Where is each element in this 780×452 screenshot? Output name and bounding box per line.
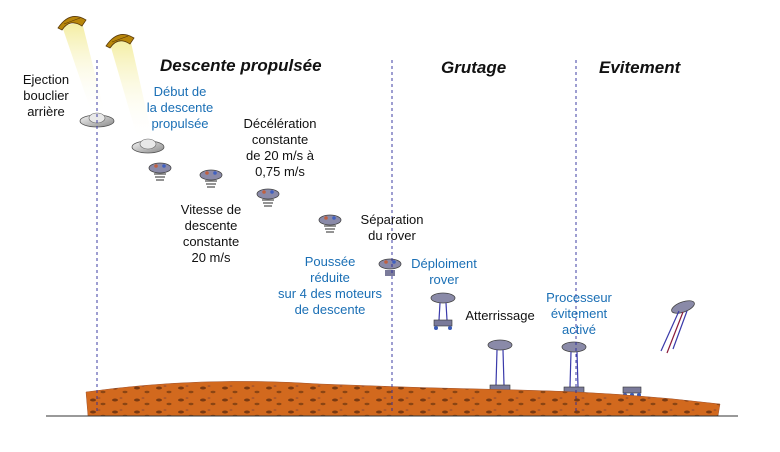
descent-stage-icon bbox=[256, 188, 280, 207]
descent-stage-icon bbox=[199, 169, 223, 188]
parachute-cone-2 bbox=[110, 38, 152, 140]
flyaway-stage-icon bbox=[660, 300, 695, 354]
label-deploiement: Déploiment rover bbox=[411, 256, 477, 287]
label-separation: Séparation du rover bbox=[360, 212, 424, 243]
skycrane-icon bbox=[561, 341, 587, 397]
phase-title-evitement: Evitement bbox=[599, 58, 681, 77]
phase-title-grutage: Grutage bbox=[441, 58, 507, 77]
descent-stage-icon bbox=[148, 162, 172, 181]
label-deceleration: Décélération constante de 20 m/s à 0,75 … bbox=[243, 116, 317, 179]
parachute-icon bbox=[105, 34, 135, 49]
descent-stage-icon bbox=[318, 214, 342, 233]
label-processeur: Processeur évitement activé bbox=[546, 290, 612, 337]
mars-terrain bbox=[85, 381, 721, 417]
skycrane-icon bbox=[430, 292, 456, 330]
skycrane-icon bbox=[487, 339, 513, 395]
label-debut: Début de la descente propulsée bbox=[146, 84, 214, 131]
backshell-icon bbox=[131, 138, 165, 154]
label-poussee: Poussée réduite sur 4 des moteurs de des… bbox=[277, 254, 383, 317]
phase-title-descente: Descente propulsée bbox=[160, 56, 322, 75]
descent-stage-icon bbox=[378, 258, 402, 276]
parachute-icon bbox=[57, 16, 87, 31]
label-ejection: Ejection bouclier arrière bbox=[22, 72, 70, 119]
label-atterrissage: Atterrissage bbox=[465, 308, 535, 323]
label-vitesse: Vitesse de descente constante 20 m/s bbox=[180, 202, 242, 265]
parachute-cone-1 bbox=[62, 22, 104, 114]
